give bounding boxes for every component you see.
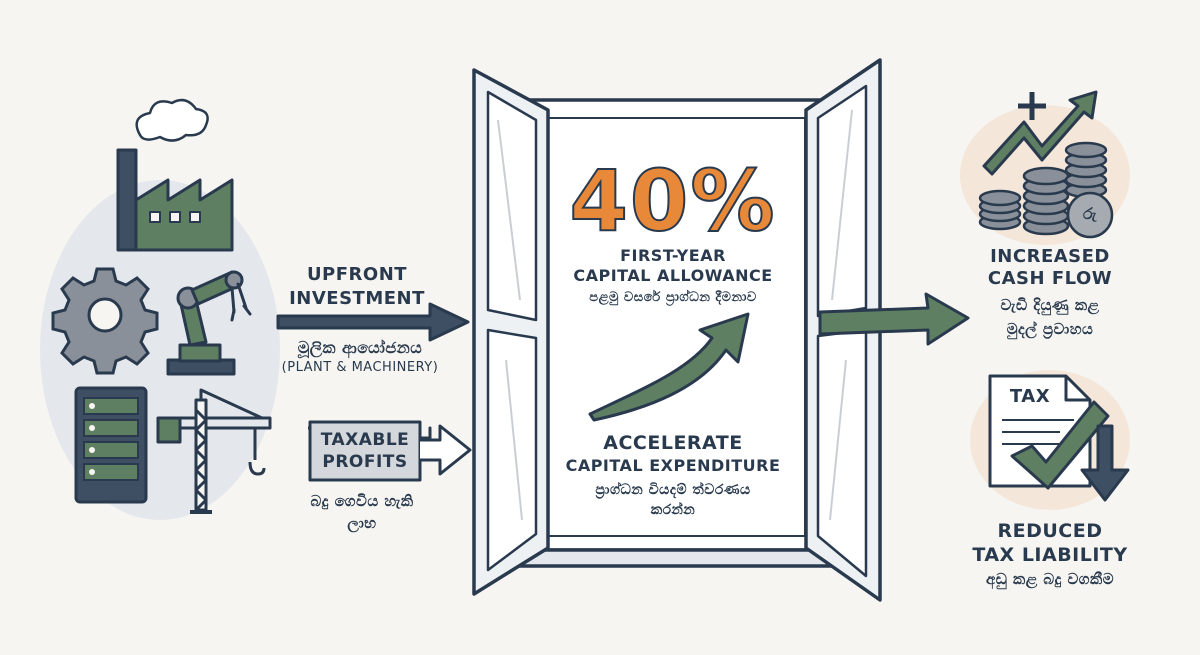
taxable-title-1: TAXABLE (320, 430, 410, 450)
construction-crane-icon (156, 388, 272, 514)
taxable-arrow (308, 420, 472, 482)
allowance-sinhala: පළමු වසරේ ප්‍රාග්ධන දීමනාව (589, 290, 757, 305)
taxable-sinhala-2: ලාභ (347, 514, 377, 532)
tax-title-2: TAX LIABILITY (972, 544, 1128, 566)
growth-arrow-icon (982, 90, 1098, 176)
tax-doc-label: TAX (1009, 386, 1051, 407)
down-arrow-icon (1080, 424, 1130, 502)
accelerate-title-1: ACCELERATE (603, 432, 743, 454)
cash-title-1: INCREASED (990, 246, 1110, 267)
taxable-sinhala-1: බදු ගෙවිය හැකි (310, 492, 414, 510)
factory-icon (116, 98, 234, 252)
growth-arrow-icon (588, 312, 750, 422)
gear-icon (51, 267, 159, 375)
cash-sinhala-1: වැඩි දියුණු කළ (1000, 296, 1100, 314)
window-icon (472, 58, 882, 602)
upfront-subtitle: (PLANT & MACHINERY) (281, 360, 439, 375)
checkmark-icon (1010, 400, 1110, 490)
upfront-title-2: INVESTMENT (289, 288, 425, 309)
allowance-title-2: CAPITAL ALLOWANCE (573, 266, 773, 285)
upfront-title-1: UPFRONT (306, 264, 408, 285)
robotic-arm-icon (166, 270, 252, 376)
coin-symbol: රු (1083, 204, 1097, 223)
accelerate-sinhala-1: ප්‍රාග්ධන වියදම් ත්වරණය (595, 482, 751, 498)
allowance-percent: 40% (568, 151, 777, 251)
coin-stack-icon (978, 141, 1114, 239)
accelerate-title-2: CAPITAL EXPENDITURE (565, 456, 781, 475)
allowance-title-1: FIRST-YEAR (620, 246, 726, 265)
upfront-arrow (276, 302, 470, 342)
output-arrow (818, 292, 970, 346)
server-rack-icon (74, 386, 148, 504)
taxable-title-2: PROFITS (322, 452, 408, 472)
cash-sinhala-2: මුදල් ප්‍රවාහය (1006, 320, 1094, 338)
tax-title-1: REDUCED (997, 520, 1103, 542)
cash-title-2: CASH FLOW (987, 268, 1113, 289)
upfront-sinhala: මූලික ආයෝජනය (297, 338, 423, 357)
accelerate-sinhala-2: කරන්න (650, 502, 696, 518)
tax-sinhala: අඩු කළ බදු වගකීම (985, 570, 1114, 588)
